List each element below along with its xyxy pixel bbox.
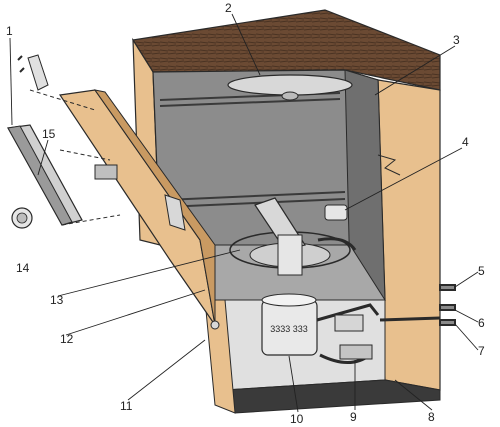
heating-element <box>334 314 373 360</box>
side-panel-notch <box>377 154 401 176</box>
control-panel-bracket <box>27 54 49 91</box>
detergent-dispenser <box>324 204 348 221</box>
callout-labels: 1 2 3 4 5 6 7 8 9 10 11 12 13 14 15 <box>6 1 485 426</box>
callout-14: 14 <box>16 261 30 275</box>
upper-spray-arm <box>227 74 353 101</box>
door-lock <box>94 164 118 180</box>
leader-lines <box>9 13 479 413</box>
callout-12: 12 <box>60 332 74 346</box>
door-hinge <box>210 320 220 330</box>
callout-4: 4 <box>462 135 469 149</box>
callout-13: 13 <box>50 293 64 307</box>
control-panel-front <box>7 125 73 226</box>
callout-3: 3 <box>453 33 460 47</box>
assembly-guides <box>29 89 121 226</box>
callout-6: 6 <box>478 316 485 330</box>
pump-marking: 3333 333 <box>270 324 308 334</box>
lower-spray-assembly <box>229 197 357 276</box>
door-hinge-bracket <box>164 194 186 231</box>
cabinet-side-panel <box>377 79 441 391</box>
callout-10: 10 <box>290 412 304 426</box>
callout-8: 8 <box>428 410 435 424</box>
callout-11: 11 <box>120 399 133 413</box>
callout-2: 2 <box>225 1 232 15</box>
pump-motor: 3333 333 <box>261 293 318 356</box>
callout-7: 7 <box>478 344 485 358</box>
callout-9: 9 <box>350 410 357 424</box>
rear-connections <box>439 284 456 326</box>
callout-5: 5 <box>478 264 485 278</box>
callout-1: 1 <box>6 24 13 38</box>
control-panel-exploded <box>7 54 83 229</box>
callout-15: 15 <box>42 127 56 141</box>
